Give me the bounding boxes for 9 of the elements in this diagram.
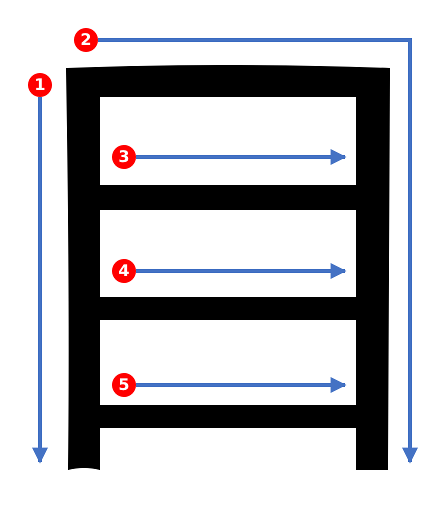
stroke-order-arrow bbox=[98, 38, 418, 464]
stroke-order-arrow bbox=[136, 149, 347, 165]
step-number-badge: 5 bbox=[112, 373, 136, 397]
step-number-badge: 4 bbox=[112, 259, 136, 283]
stroke-order-arrow bbox=[136, 377, 347, 393]
stroke-order-arrow bbox=[32, 97, 48, 464]
step-number-badge: 2 bbox=[74, 28, 98, 52]
step-number-badge: 3 bbox=[112, 145, 136, 169]
step-number-badge: 1 bbox=[28, 73, 52, 97]
